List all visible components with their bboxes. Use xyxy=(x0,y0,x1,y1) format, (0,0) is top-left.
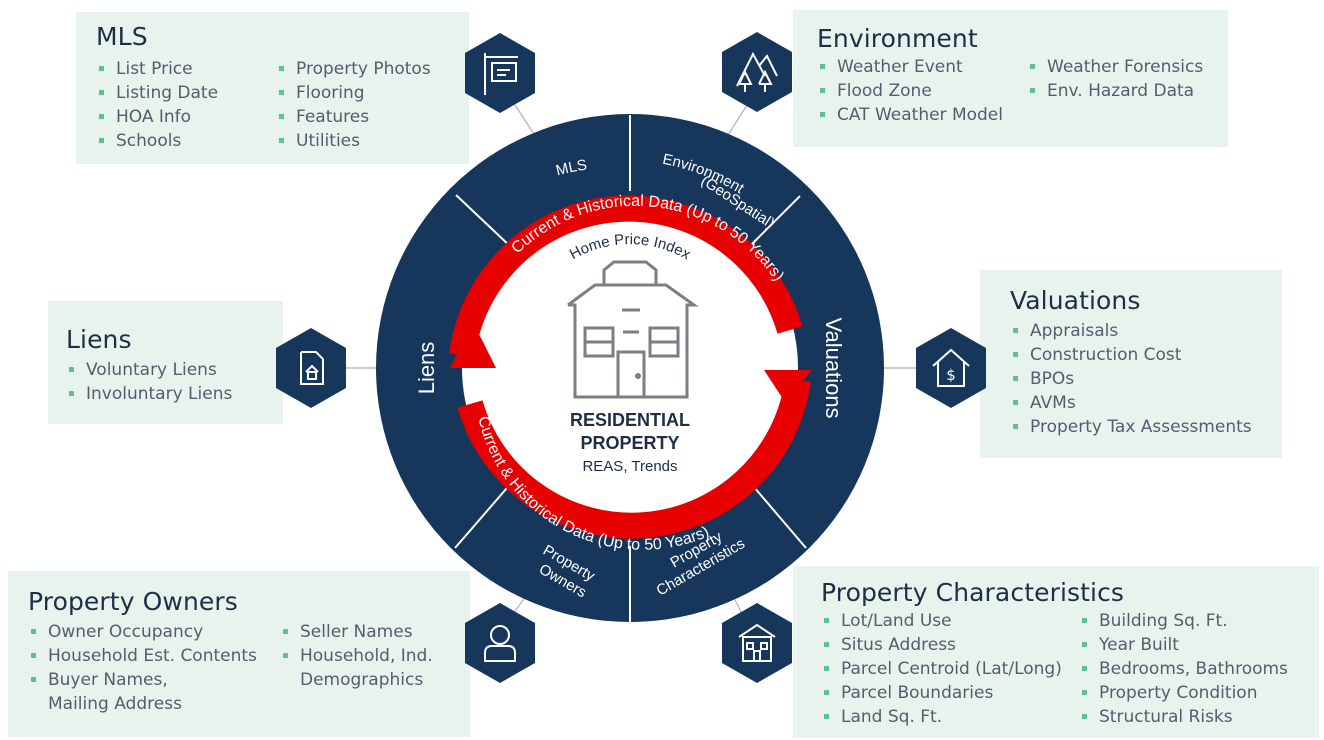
list-item: Parcel Boundaries xyxy=(821,681,1079,705)
valuations-panel: Valuations Appraisals Construction Cost … xyxy=(980,270,1282,458)
center-title-2: PROPERTY xyxy=(580,433,679,453)
environment-title: Environment xyxy=(817,24,978,53)
list-item: Property Tax Assessments xyxy=(1010,415,1282,439)
list-item: Land Sq. Ft. xyxy=(821,705,1079,729)
list-item: Parcel Centroid (Lat/Long) xyxy=(821,657,1079,681)
bottom-arrow-band xyxy=(457,378,811,539)
left-arrow-head xyxy=(450,322,496,368)
list-item: Household Est. Contents xyxy=(28,644,280,668)
list-item: Household, Ind. xyxy=(280,644,433,668)
list-item: Seller Names xyxy=(280,620,433,644)
list-item: CAT Weather Model xyxy=(817,103,1027,127)
data-cycle-arrows xyxy=(449,195,812,539)
list-item: Construction Cost xyxy=(1010,343,1282,367)
list-item: Situs Address xyxy=(821,633,1079,657)
list-item: Appraisals xyxy=(1010,319,1282,343)
list-item: Lot/Land Use xyxy=(821,609,1079,633)
list-item: Structural Risks xyxy=(1079,705,1288,729)
liens-panel: Liens Voluntary Liens Involuntary Liens xyxy=(48,301,283,424)
list-item: Property Photos xyxy=(276,57,431,81)
sign-icon xyxy=(465,33,535,113)
list-item: Mailing Address xyxy=(48,694,182,714)
owners-title: Property Owners xyxy=(28,587,238,616)
center-subtitle: REAS, Trends xyxy=(582,458,677,475)
mls-title: MLS xyxy=(96,22,148,51)
list-item: Schools xyxy=(96,129,276,153)
list-item: Weather Forensics xyxy=(1027,55,1203,79)
list-item: Utilities xyxy=(276,129,431,153)
characteristics-title: Property Characteristics xyxy=(821,578,1125,607)
mls-panel: MLS List Price Listing Date HOA Info Sch… xyxy=(76,12,469,164)
characteristics-panel: Property Characteristics Lot/Land Use Si… xyxy=(793,566,1319,738)
list-item: Voluntary Liens xyxy=(66,358,283,382)
valuations-title: Valuations xyxy=(1010,286,1141,315)
list-item: Env. Hazard Data xyxy=(1027,79,1203,103)
liens-title: Liens xyxy=(66,325,132,354)
house-dollar-icon: $ xyxy=(916,328,986,408)
list-item: Owner Occupancy xyxy=(28,620,280,644)
top-arrow-band xyxy=(449,195,803,357)
list-item: Flooring xyxy=(276,81,431,105)
inner-circle xyxy=(462,200,798,536)
list-item: Listing Date xyxy=(96,81,276,105)
list-item: Weather Event xyxy=(817,55,1027,79)
home-document-icon xyxy=(276,328,346,408)
environment-panel: Environment Weather Event Flood Zone CAT… xyxy=(793,10,1228,147)
list-item: Bedrooms, Bathrooms xyxy=(1079,657,1288,681)
ring-label-valuations: Valuations xyxy=(821,317,846,418)
owners-panel: Property Owners Owner Occupancy Househol… xyxy=(8,571,470,737)
list-item: List Price xyxy=(96,57,276,81)
list-item: HOA Info xyxy=(96,105,276,129)
center-title-1: RESIDENTIAL xyxy=(570,410,690,430)
list-item: Demographics xyxy=(300,670,424,690)
building-icon xyxy=(722,603,792,683)
list-item: Building Sq. Ft. xyxy=(1079,609,1288,633)
list-item: Features xyxy=(276,105,431,129)
ring-label-liens: Liens xyxy=(414,342,439,395)
list-item: Buyer Names, xyxy=(28,668,280,692)
person-icon xyxy=(465,603,535,683)
svg-text:$: $ xyxy=(946,366,956,384)
list-item: AVMs xyxy=(1010,391,1282,415)
list-item: Year Built xyxy=(1079,633,1288,657)
list-item: Flood Zone xyxy=(817,79,1027,103)
list-item: Property Condition xyxy=(1079,681,1288,705)
mountains-icon xyxy=(722,32,792,112)
ring-label-mls: MLS xyxy=(554,156,588,179)
house-illustration xyxy=(567,260,699,399)
list-item: BPOs xyxy=(1010,367,1282,391)
list-item: Involuntary Liens xyxy=(66,382,283,406)
